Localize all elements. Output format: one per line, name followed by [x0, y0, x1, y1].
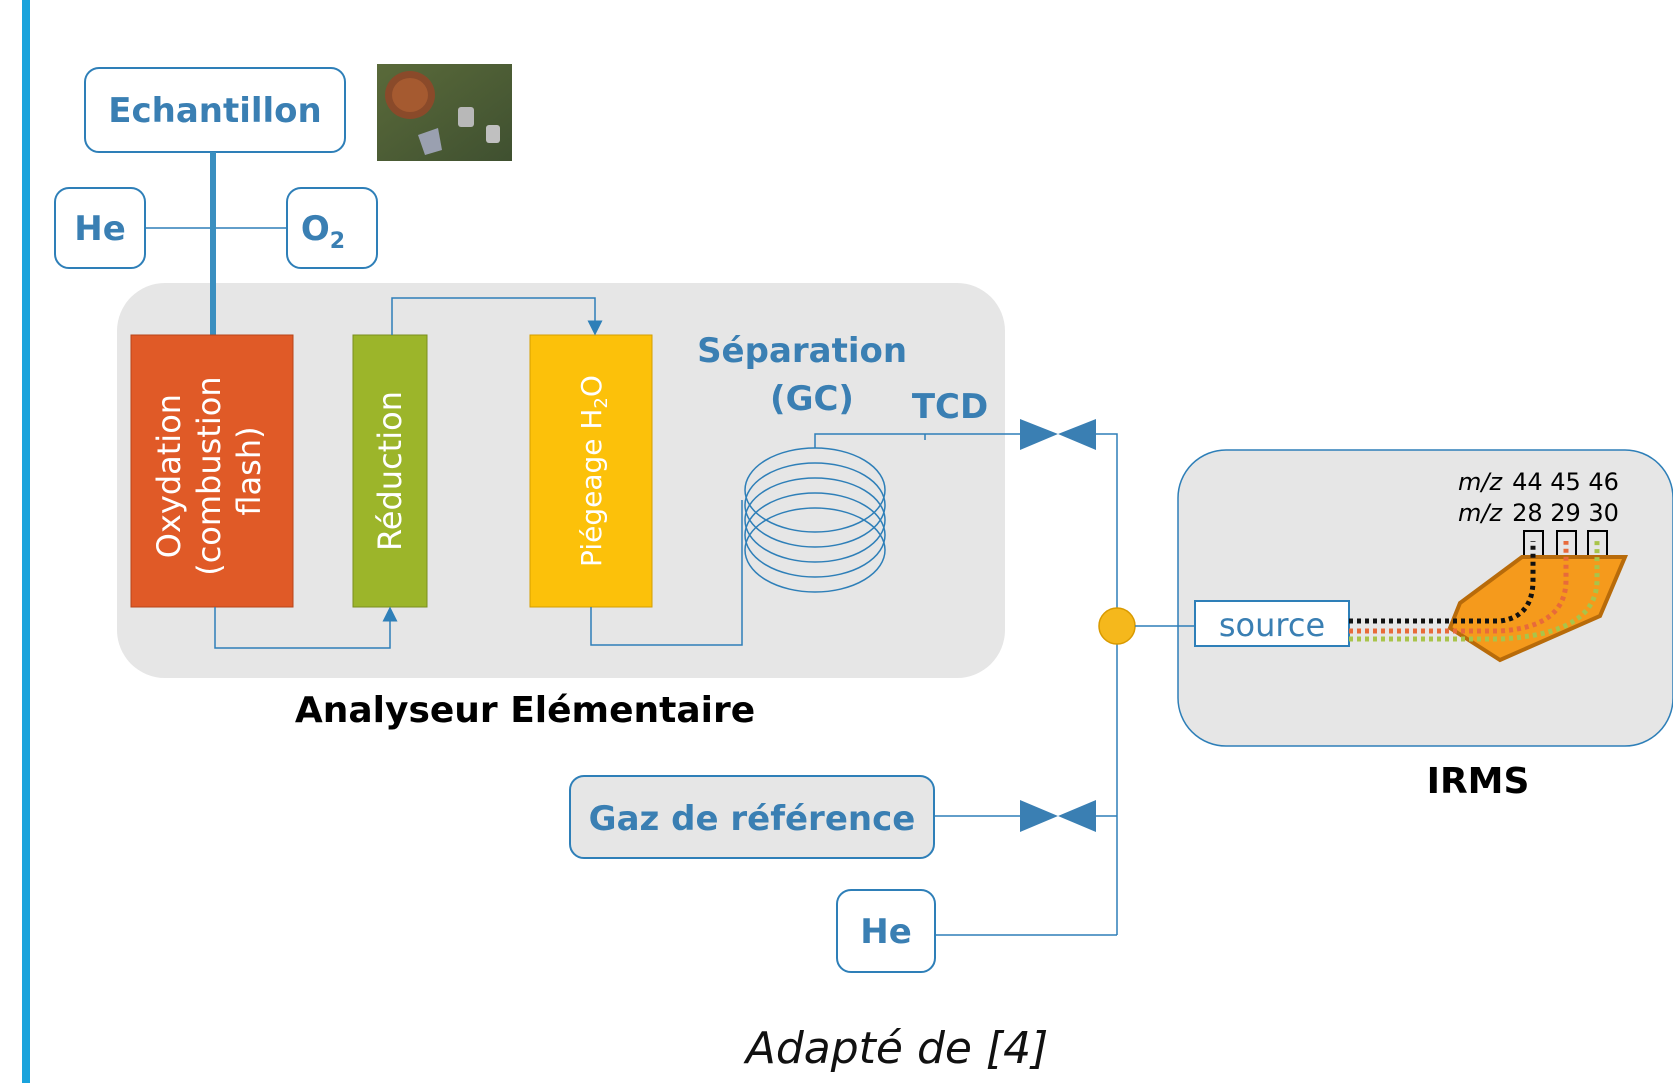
- flow-pieg-to-coil: [590, 500, 743, 646]
- he-bottom-box: [836, 889, 936, 973]
- separation-label: Séparation (GC): [697, 331, 919, 419]
- he-top-label: He: [74, 209, 126, 249]
- valve-to-junction-line: [1096, 433, 1118, 935]
- credit-text: Adapté de [4]: [743, 1023, 1049, 1074]
- gaz-reference-box: [569, 775, 935, 859]
- source-box: [1194, 600, 1350, 647]
- valve-icon: [1020, 419, 1096, 450]
- piegeage-label: Piégeage H2O: [575, 375, 612, 567]
- he-bottom-label: He: [860, 912, 912, 952]
- reduction-label: Réduction: [371, 391, 409, 551]
- beam-black: [1349, 541, 1536, 624]
- junction-dot-icon: [1098, 607, 1136, 645]
- flow-red-to-pieg: [391, 297, 603, 336]
- source-label: source: [1219, 606, 1325, 644]
- echantillon-label: Echantillon: [108, 91, 322, 131]
- piegeage-column: [529, 334, 653, 608]
- gc-column-coil-icon: [744, 433, 1020, 593]
- irms-title: IRMS: [1427, 761, 1530, 802]
- detector-shape: [1447, 555, 1629, 663]
- o2-label: O2: [301, 209, 345, 254]
- flow-oxy-to-red: [214, 606, 398, 649]
- oxydation-column: [130, 334, 294, 608]
- irms-panel: [1177, 449, 1673, 747]
- oxydation-label: Oxydation (combustion flash): [150, 366, 268, 576]
- beam-green: [1349, 541, 1600, 642]
- analyseur-title: Analyseur Elémentaire: [295, 690, 755, 731]
- reduction-column: [352, 334, 428, 608]
- gaz-reference-label: Gaz de référence: [589, 799, 916, 839]
- collector-cup-3: [1587, 530, 1608, 555]
- sample-photo: [377, 64, 512, 161]
- valve-icon: [1020, 800, 1096, 832]
- left-accent-bar: [22, 0, 30, 1083]
- collector-cup-1: [1523, 530, 1544, 555]
- beam-red: [1349, 541, 1569, 634]
- collector-cup-2: [1556, 530, 1577, 555]
- tcd-label: TCD: [912, 387, 988, 427]
